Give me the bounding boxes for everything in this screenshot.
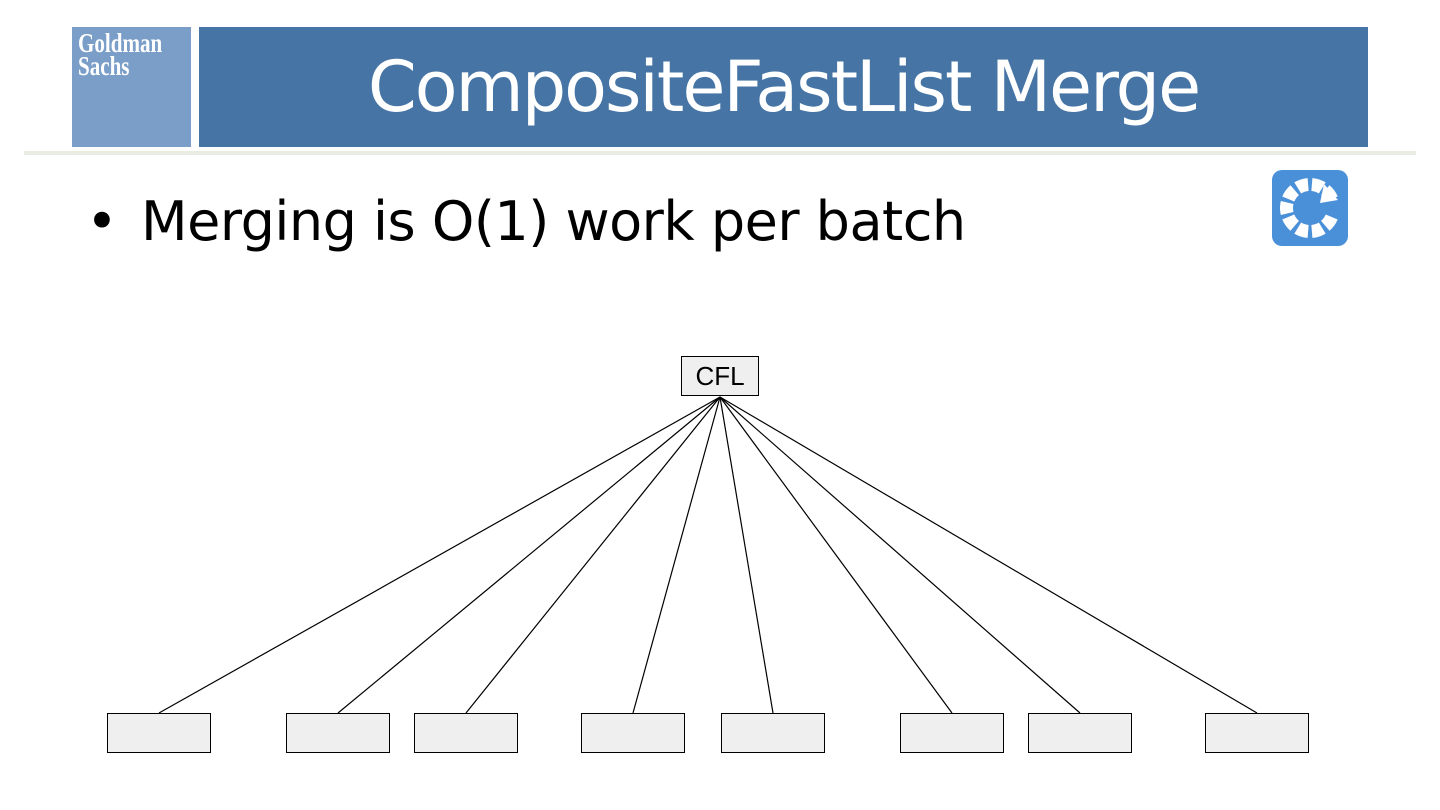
edge-1 [158,396,721,714]
edge-8 [719,396,1258,714]
title-divider [24,151,1416,155]
circular-arrows-icon [1272,170,1348,246]
cfl-root-node: CFL [681,356,759,396]
title-bar: CompositeFastList Merge [199,27,1368,147]
leaf-node-1 [107,713,211,753]
edge-3 [465,396,721,714]
logo-line-1: Goldman [78,28,163,58]
leaf-node-2 [286,713,390,753]
icon-arrow-head [1320,184,1338,203]
leaf-node-5 [721,713,825,753]
icon-segment [1321,214,1338,231]
icon-segment [1294,178,1309,194]
edge-2 [337,396,721,714]
bullet-symbol: • [86,190,118,253]
edge-4 [632,396,721,714]
edge-5 [719,396,774,714]
leaf-node-4 [581,713,685,753]
icon-segment [1282,214,1299,231]
icon-segment [1280,201,1294,215]
leaf-node-3 [414,713,518,753]
icon-segment [1311,222,1326,238]
logo-line-2: Sachs [78,51,130,81]
edge-7 [719,396,1081,714]
bullet-text: Merging is O(1) work per batch [141,190,966,253]
goldman-sachs-logo: Goldman Sachs [72,27,191,147]
slide-title: CompositeFastList Merge [367,46,1201,128]
edge-6 [719,396,953,714]
bullet-point: • Merging is O(1) work per batch [86,190,966,253]
leaf-node-7 [1028,713,1132,753]
cfl-root-label: CFL [695,360,745,391]
icon-segment [1311,178,1326,194]
leaf-node-6 [900,713,1004,753]
leaf-node-8 [1205,713,1309,753]
icon-segment [1282,185,1299,202]
icon-segment [1294,222,1309,238]
